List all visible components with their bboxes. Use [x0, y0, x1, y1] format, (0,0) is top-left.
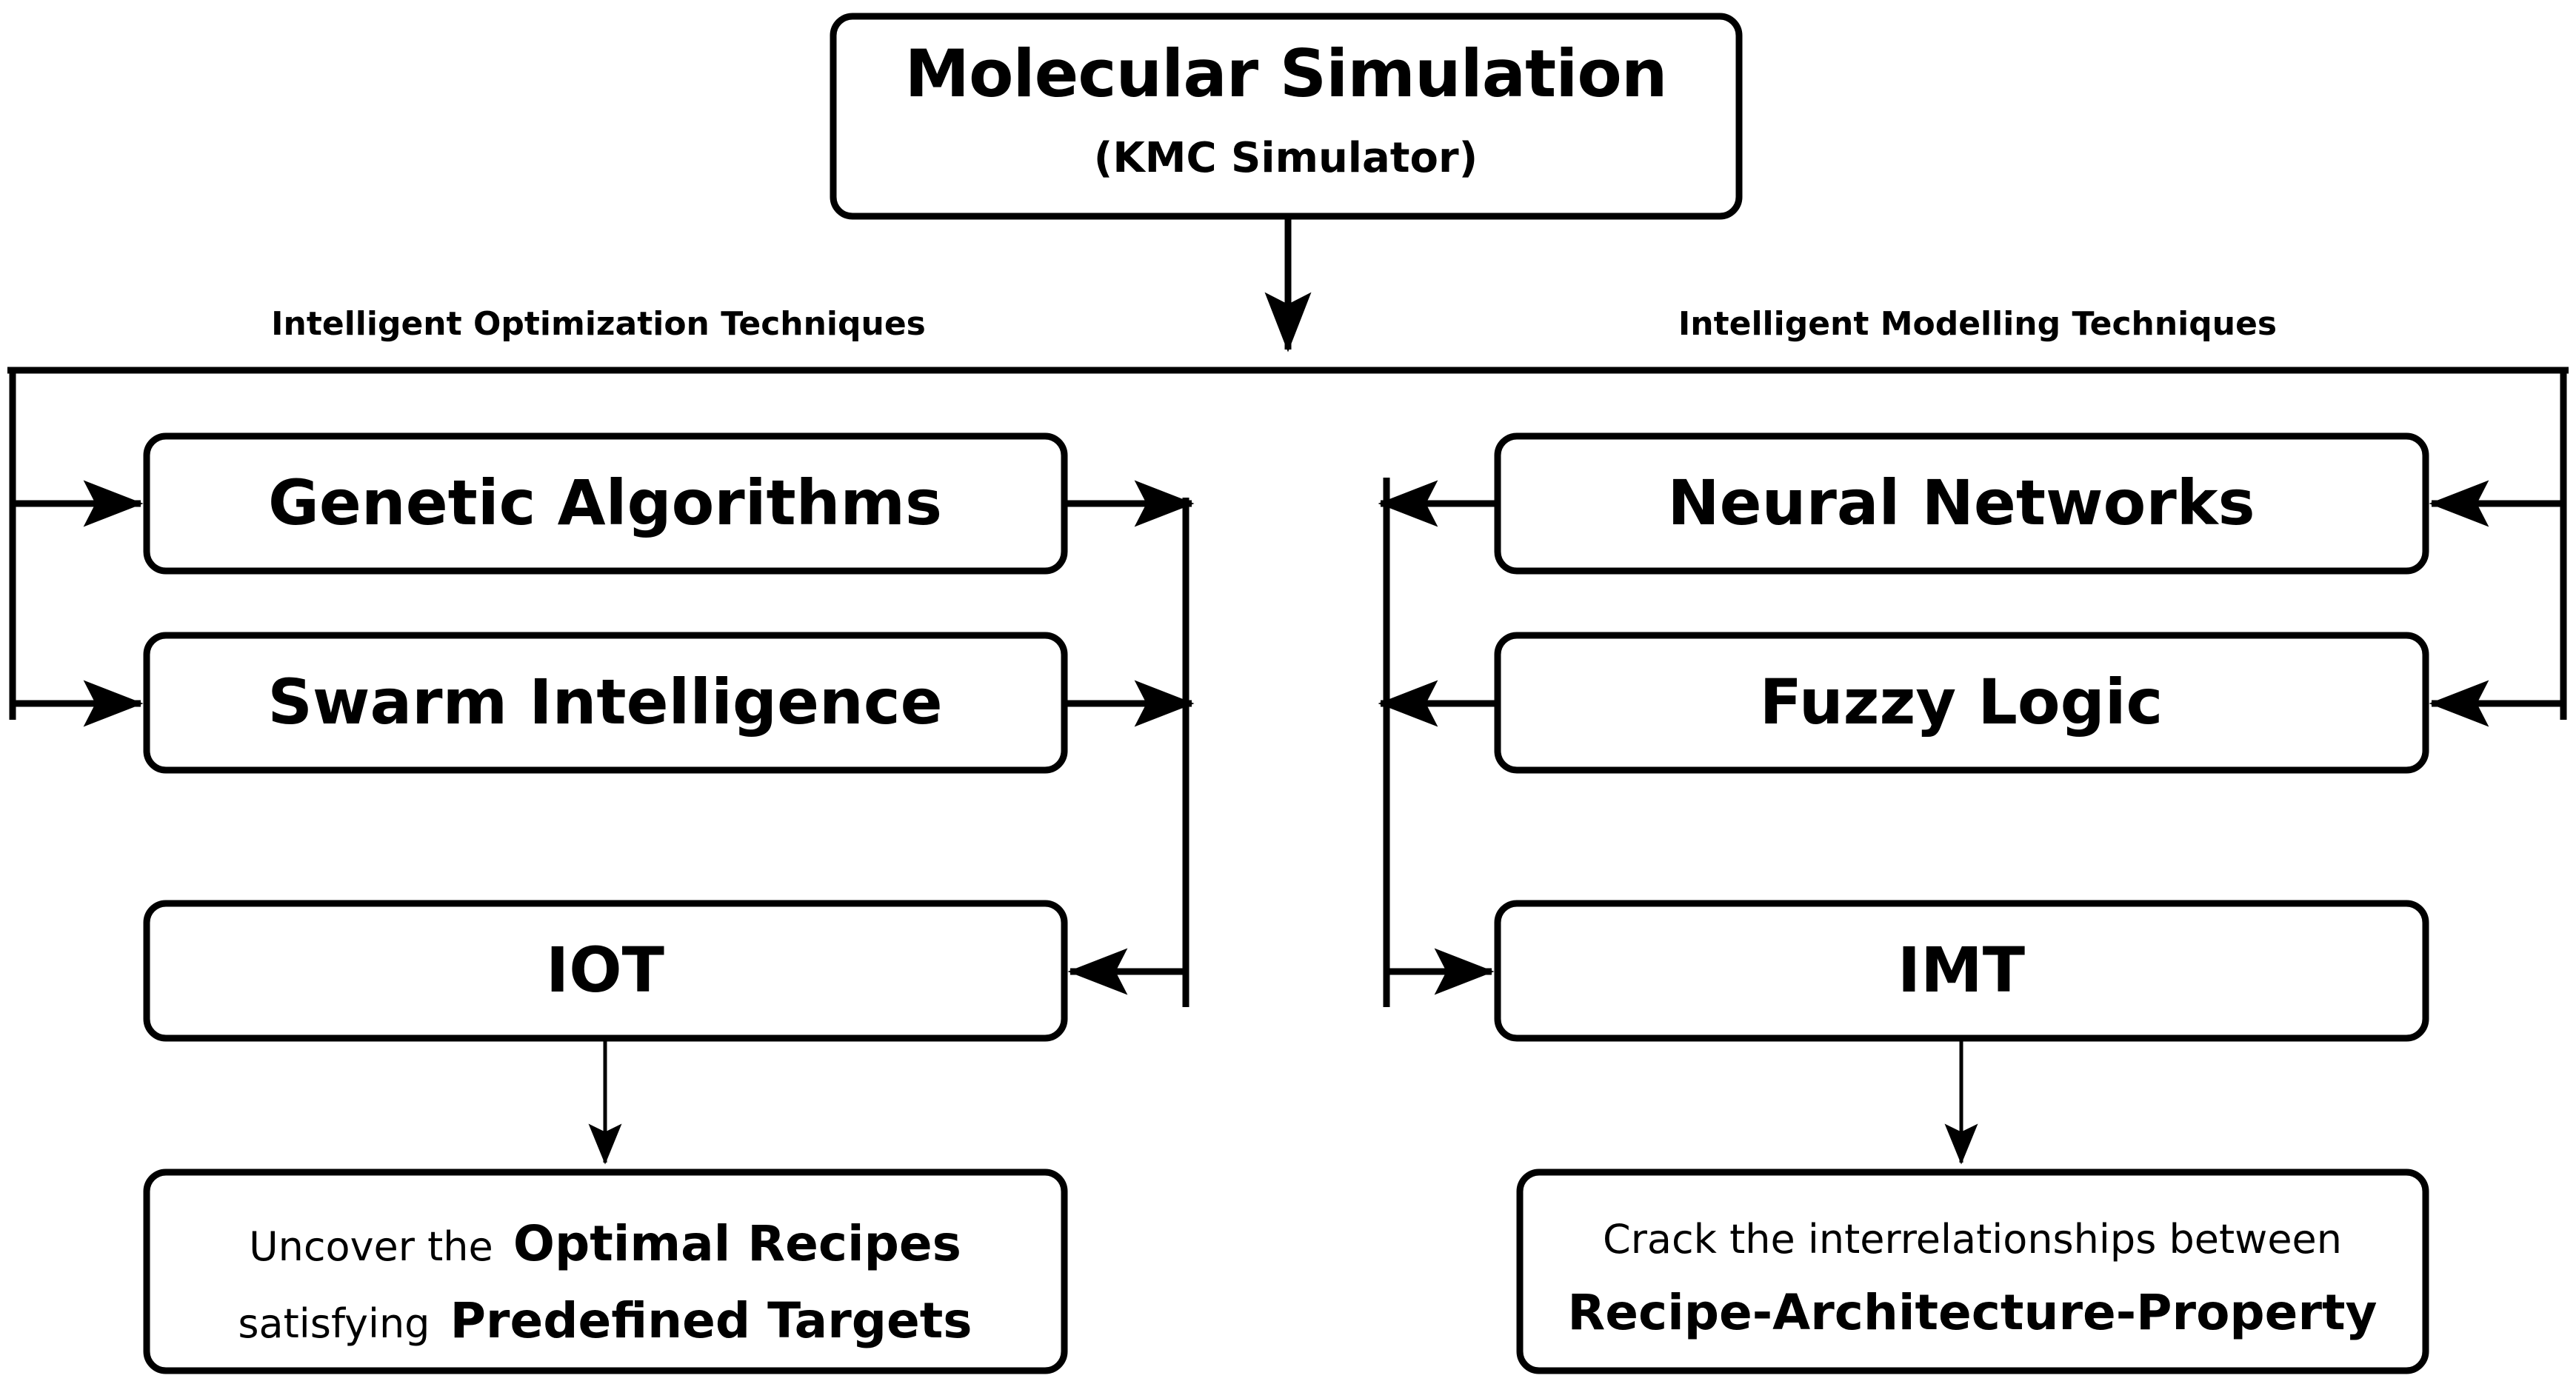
left-outcome-line-1-light: Uncover the	[249, 1223, 493, 1270]
molecular-simulation-subtitle: (KMC Simulator)	[1094, 134, 1478, 182]
fuzzy-logic-label: Fuzzy Logic	[1760, 666, 2163, 738]
label-intelligent-optimization-techniques: Intelligent Optimization Techniques	[271, 305, 926, 343]
node-imt[interactable]	[1494, 900, 2429, 1042]
left-outcome-line-2: satisfying Predefined Targets	[238, 1292, 972, 1349]
imt-label: IMT	[1898, 934, 2025, 1006]
node-molecular-simulation[interactable]	[830, 13, 1743, 220]
right-outcome-line-2: Recipe-Architecture-Property	[1567, 1284, 2377, 1341]
iot-label: IOT	[546, 934, 664, 1006]
label-intelligent-modelling-techniques: Intelligent Modelling Techniques	[1678, 305, 2277, 343]
node-iot[interactable]	[143, 900, 1068, 1042]
node-left-outcome[interactable]	[143, 1169, 1068, 1374]
left-outcome-line-1: Uncover the Optimal Recipes	[249, 1215, 961, 1272]
neural-networks-label: Neural Networks	[1667, 467, 2255, 539]
right-outcome-line-1: Crack the interrelationships between	[1603, 1216, 2342, 1263]
swarm-intelligence-label: Swarm Intelligence	[267, 666, 942, 738]
left-outcome-line-1-strong: Optimal Recipes	[513, 1215, 961, 1272]
left-outcome-line-2-light: satisfying	[238, 1300, 430, 1347]
left-outcome-line-2-strong: Predefined Targets	[450, 1292, 972, 1349]
molecular-simulation-title: Molecular Simulation	[904, 36, 1666, 112]
node-right-outcome[interactable]	[1516, 1169, 2429, 1374]
genetic-algorithms-label: Genetic Algorithms	[268, 467, 942, 539]
